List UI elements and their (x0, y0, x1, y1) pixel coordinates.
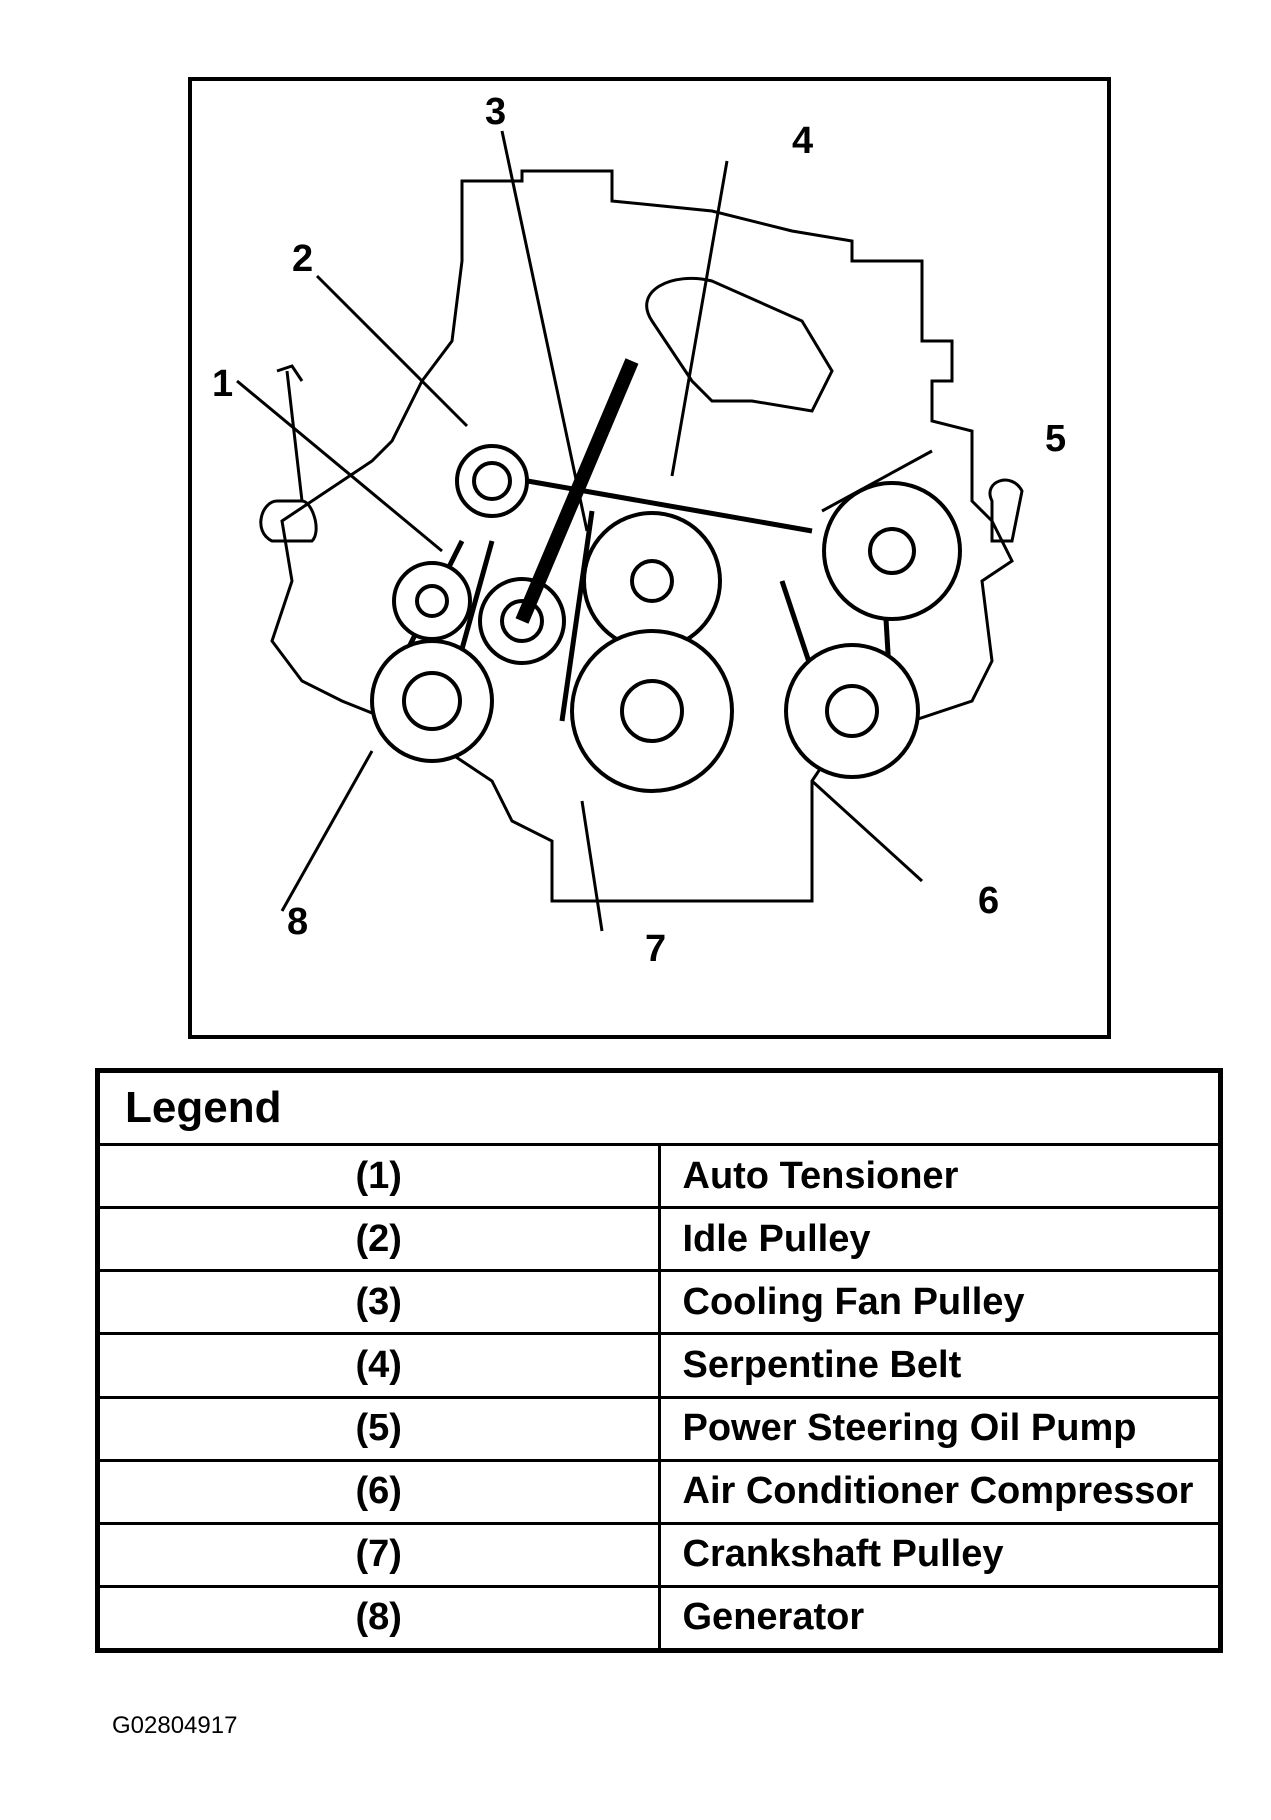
legend-number: (1) (96, 1143, 661, 1210)
lifting-eye-right (988, 478, 1024, 543)
legend-label: Air Conditioner Compressor (657, 1458, 1222, 1525)
legend-title: Legend (96, 1068, 1222, 1147)
legend-row: (5) Power Steering Oil Pump (96, 1395, 1222, 1462)
legend-header-row: Legend (96, 1068, 1222, 1147)
legend-number: (3) (96, 1269, 661, 1336)
legend-label: Power Steering Oil Pump (657, 1395, 1222, 1462)
legend-label: Serpentine Belt (657, 1332, 1222, 1399)
callout-8: 8 (287, 901, 308, 943)
legend-row: (8) Generator (96, 1584, 1222, 1653)
legend-row: (3) Cooling Fan Pulley (96, 1269, 1222, 1336)
callout-1: 1 (212, 363, 233, 405)
engine-drawing: 1 2 3 4 5 6 7 8 (212, 91, 1066, 970)
callout-7: 7 (645, 928, 666, 970)
intake-runner (645, 276, 834, 413)
legend-label: Generator (657, 1584, 1222, 1653)
legend-label: Idle Pulley (657, 1206, 1222, 1273)
callout-2: 2 (292, 238, 313, 280)
callout-6: 6 (978, 880, 999, 922)
legend-number: (4) (96, 1332, 661, 1399)
legend-label: Cooling Fan Pulley (657, 1269, 1222, 1336)
callout-3: 3 (485, 91, 506, 133)
legend-table: Legend (1) Auto Tensioner (2) Idle Pulle… (95, 1068, 1223, 1653)
legend-row: (1) Auto Tensioner (96, 1143, 1222, 1210)
legend-row: (4) Serpentine Belt (96, 1332, 1222, 1399)
callout-4: 4 (792, 120, 813, 162)
dipstick (276, 364, 304, 502)
legend-number: (6) (96, 1458, 661, 1525)
legend-number: (7) (96, 1521, 661, 1588)
legend-row: (2) Idle Pulley (96, 1206, 1222, 1273)
figure-id: G02804917 (112, 1712, 238, 1739)
legend-number: (5) (96, 1395, 661, 1462)
legend-number: (8) (96, 1584, 661, 1653)
legend-row: (6) Air Conditioner Compressor (96, 1458, 1222, 1525)
engine-belt-diagram: 1 2 3 4 5 6 7 8 (188, 77, 1111, 1039)
legend-label: Auto Tensioner (657, 1143, 1222, 1210)
legend-label: Crankshaft Pulley (657, 1521, 1222, 1588)
legend-row: (7) Crankshaft Pulley (96, 1521, 1222, 1588)
callout-5: 5 (1045, 418, 1066, 460)
lifting-eye-left (259, 499, 318, 543)
legend-number: (2) (96, 1206, 661, 1273)
